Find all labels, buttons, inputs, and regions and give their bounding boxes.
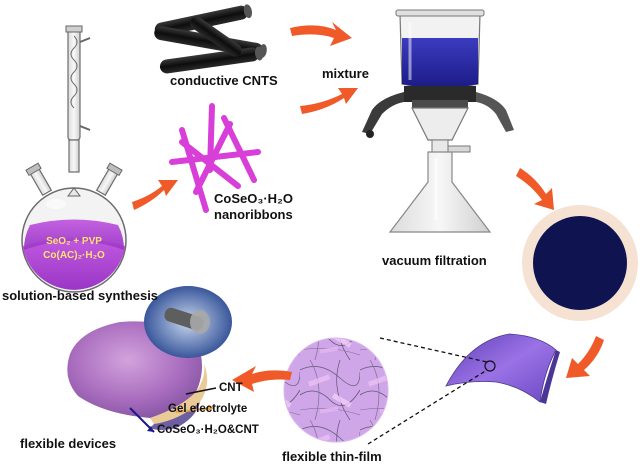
label-composite: CoSeO₃·H₂O&CNT [157, 424, 259, 436]
cnt-pointer [185, 387, 217, 395]
filtration-apparatus [362, 9, 514, 233]
label-flexible-devices: flexible devices [20, 436, 117, 451]
label-nanoribbons-word: nanoribbons [214, 207, 293, 222]
label-conductive-cnts: conductive CNTS [170, 73, 278, 88]
bent-film [445, 333, 560, 404]
arrow-flask-to-nanoribbon [132, 180, 178, 210]
label-nanoribbons-formula: CoSeO₃·H₂O [214, 191, 293, 206]
arrow-cnt-to-mixture [290, 22, 352, 46]
nanoribbons-illustration [169, 103, 261, 213]
nanoribbon [221, 115, 257, 183]
flask-solution [23, 238, 125, 290]
reaction-flask [21, 25, 127, 293]
cnt-tubes-illustration [154, 4, 267, 74]
label-solution-synthesis: solution-based synthesis [2, 288, 159, 303]
membrane-film [533, 216, 627, 310]
arrow-nanoribbon-to-mixture [300, 88, 358, 114]
label-flexible-thin-film: flexible thin-film [282, 449, 382, 464]
nanotube [190, 16, 242, 57]
arrow-membrane-to-film [566, 336, 604, 378]
flask-reagents-line2: Co(AC)₂·H₂O [43, 250, 105, 261]
zoom-line-upper [379, 337, 488, 363]
zoom-spot [484, 360, 496, 372]
label-gel-electrolyte: Gel electrolyte [168, 403, 248, 415]
filtered-membrane [522, 205, 638, 321]
label-mixture: mixture [322, 66, 369, 81]
thin-film-micrograph [283, 337, 389, 443]
zoom-line-lower [367, 369, 488, 445]
arrow-filtration-to-membrane [516, 168, 554, 210]
arrow-film-to-device [232, 366, 292, 392]
process-arrows [132, 22, 604, 392]
flask-reagents-line1: SeO₂ + PVP [46, 236, 102, 247]
label-cnt: CNT [219, 382, 243, 394]
gel-pointer [175, 407, 215, 413]
nanoribbon [193, 121, 233, 195]
label-vacuum-filtration: vacuum filtration [382, 253, 487, 268]
device-photo-inset [144, 286, 232, 358]
nanotube [159, 47, 260, 74]
filtrate-solution [402, 38, 478, 88]
